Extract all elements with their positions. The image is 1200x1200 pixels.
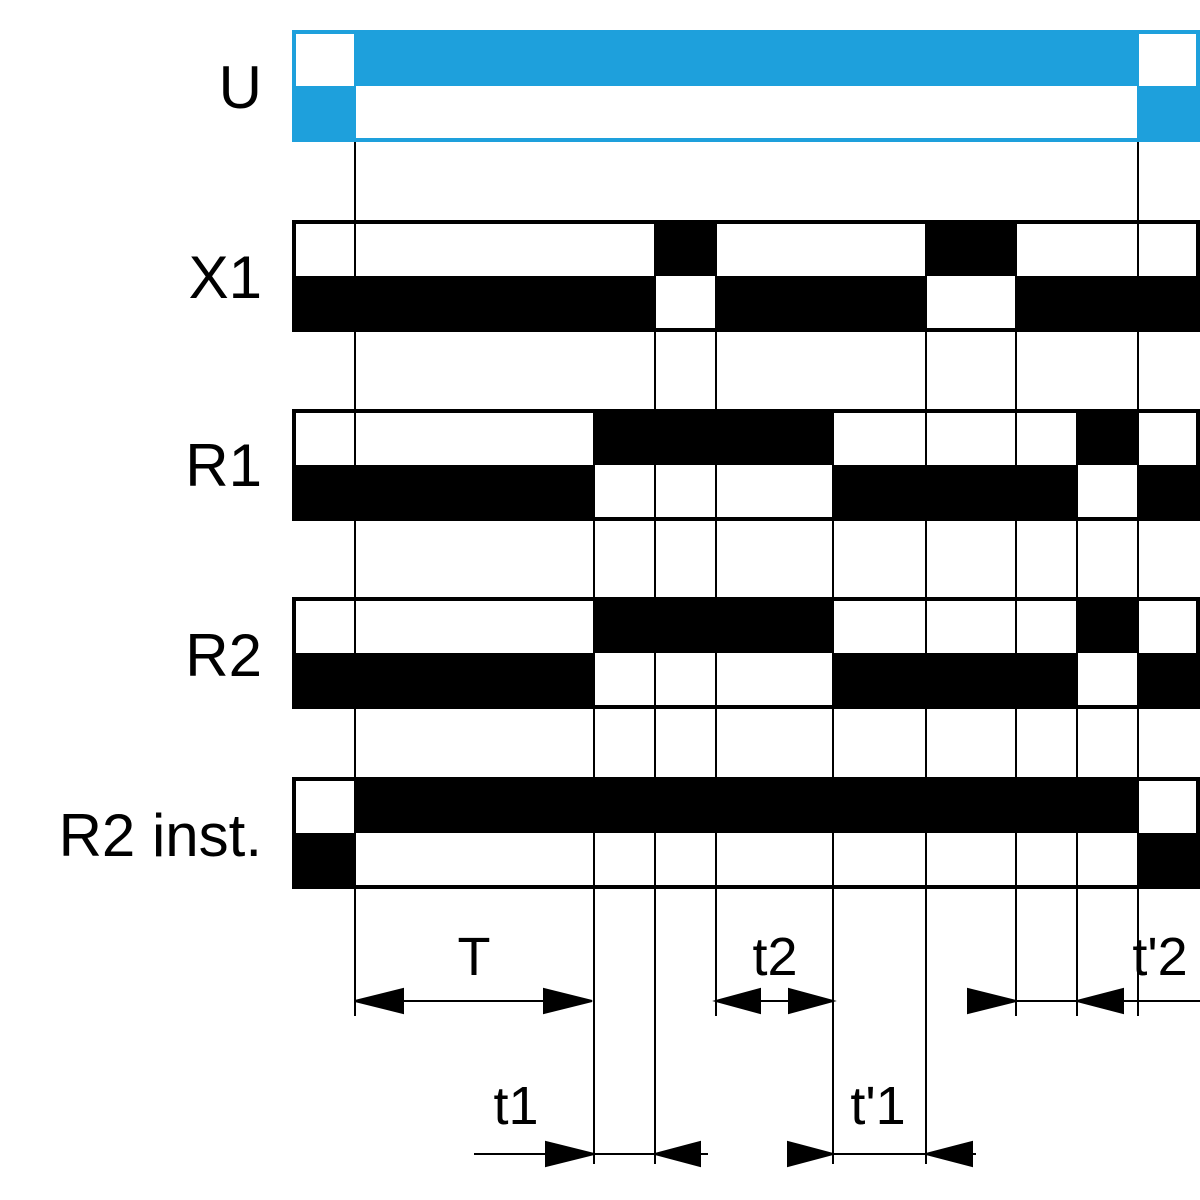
level-block bbox=[716, 276, 926, 330]
interval-t-dimension bbox=[354, 987, 593, 1015]
interval-label-t-prime-1: t'1 bbox=[850, 1076, 905, 1136]
signal-label-u: U bbox=[219, 54, 262, 121]
band-frame bbox=[292, 777, 1200, 889]
signal-label-r2: R2 bbox=[185, 622, 262, 689]
level-block bbox=[294, 276, 355, 330]
signal-row-x1: X1 bbox=[189, 220, 1200, 332]
level-block bbox=[1138, 86, 1198, 140]
level-block bbox=[1077, 599, 1138, 653]
dimension-marks bbox=[354, 987, 1200, 1168]
interval-t-prime-1-dimension bbox=[787, 1140, 976, 1168]
level-block bbox=[355, 779, 1138, 833]
signal-row-r1: R1 bbox=[185, 409, 1200, 521]
level-block bbox=[294, 653, 355, 707]
level-block bbox=[355, 465, 594, 519]
band-frame bbox=[292, 597, 1200, 709]
band-frame bbox=[292, 220, 1200, 332]
interval-t2-dimension bbox=[712, 987, 837, 1015]
level-block bbox=[833, 465, 1077, 519]
signal-row-u: U bbox=[219, 30, 1200, 142]
band-frame bbox=[292, 409, 1200, 521]
interval-t1-dimension bbox=[474, 1140, 708, 1168]
level-block bbox=[355, 653, 594, 707]
signal-row-r2: R2 bbox=[185, 597, 1200, 709]
interval-label-t: T bbox=[458, 927, 491, 987]
signal-band-r1 bbox=[292, 409, 1200, 521]
level-block bbox=[1138, 833, 1198, 887]
level-block bbox=[294, 465, 355, 519]
signal-label-x1: X1 bbox=[189, 244, 262, 311]
level-block bbox=[294, 86, 355, 140]
level-block bbox=[1138, 465, 1198, 519]
band-frame bbox=[292, 30, 1200, 142]
level-block bbox=[926, 222, 1016, 276]
signal-band-u bbox=[292, 30, 1200, 142]
signal-row-r2-inst: R2 inst. bbox=[59, 777, 1200, 889]
level-block bbox=[594, 411, 833, 465]
level-block bbox=[655, 222, 716, 276]
level-block bbox=[1016, 276, 1138, 330]
signal-band-r2-inst bbox=[292, 777, 1200, 889]
interval-label-t1: t1 bbox=[493, 1076, 538, 1136]
signal-band-x1 bbox=[292, 220, 1200, 332]
level-block bbox=[1077, 411, 1138, 465]
level-block bbox=[1138, 276, 1198, 330]
level-block bbox=[1138, 653, 1198, 707]
level-block bbox=[594, 599, 833, 653]
level-block bbox=[833, 653, 1077, 707]
interval-label-t2: t2 bbox=[752, 927, 797, 987]
level-block bbox=[355, 32, 1138, 86]
interval-t-prime-2-dimension bbox=[967, 987, 1200, 1015]
level-block bbox=[355, 276, 655, 330]
interval-label-t-prime-2: t'2 bbox=[1132, 927, 1187, 987]
signal-label-r1: R1 bbox=[185, 432, 262, 499]
signal-label-r2-inst: R2 inst. bbox=[59, 802, 262, 869]
signal-band-r2 bbox=[292, 597, 1200, 709]
level-block bbox=[294, 833, 355, 887]
